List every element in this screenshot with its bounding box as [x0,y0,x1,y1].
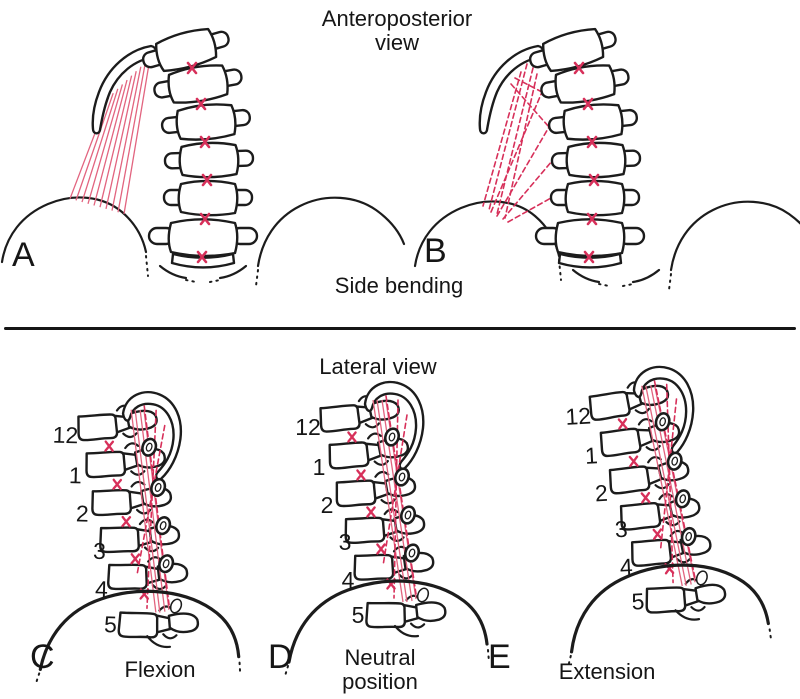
panel-letter-a: A [12,236,35,274]
panel-letter-c: C [30,638,55,676]
caption-side-bending: Side bending [334,273,464,298]
panel-e-drawing [530,355,780,667]
title-anteroposterior-view: Anteroposterior view [321,6,473,55]
muscle-fibers-dashed [482,63,553,223]
panel-letter-e: E [488,638,511,676]
panel-b-drawing [413,30,800,292]
title-lateral-view: Lateral view [319,354,437,379]
panel-a-drawing [0,30,406,288]
panel-d-drawing [255,370,505,682]
panel-letter-d: D [268,638,293,676]
panel-letter-b: B [424,232,447,270]
caption-flexion: Flexion [124,657,196,682]
caption-extension: Extension [558,659,656,684]
section-divider [4,327,796,330]
caption-neutral-position: Neutral position [342,645,418,694]
